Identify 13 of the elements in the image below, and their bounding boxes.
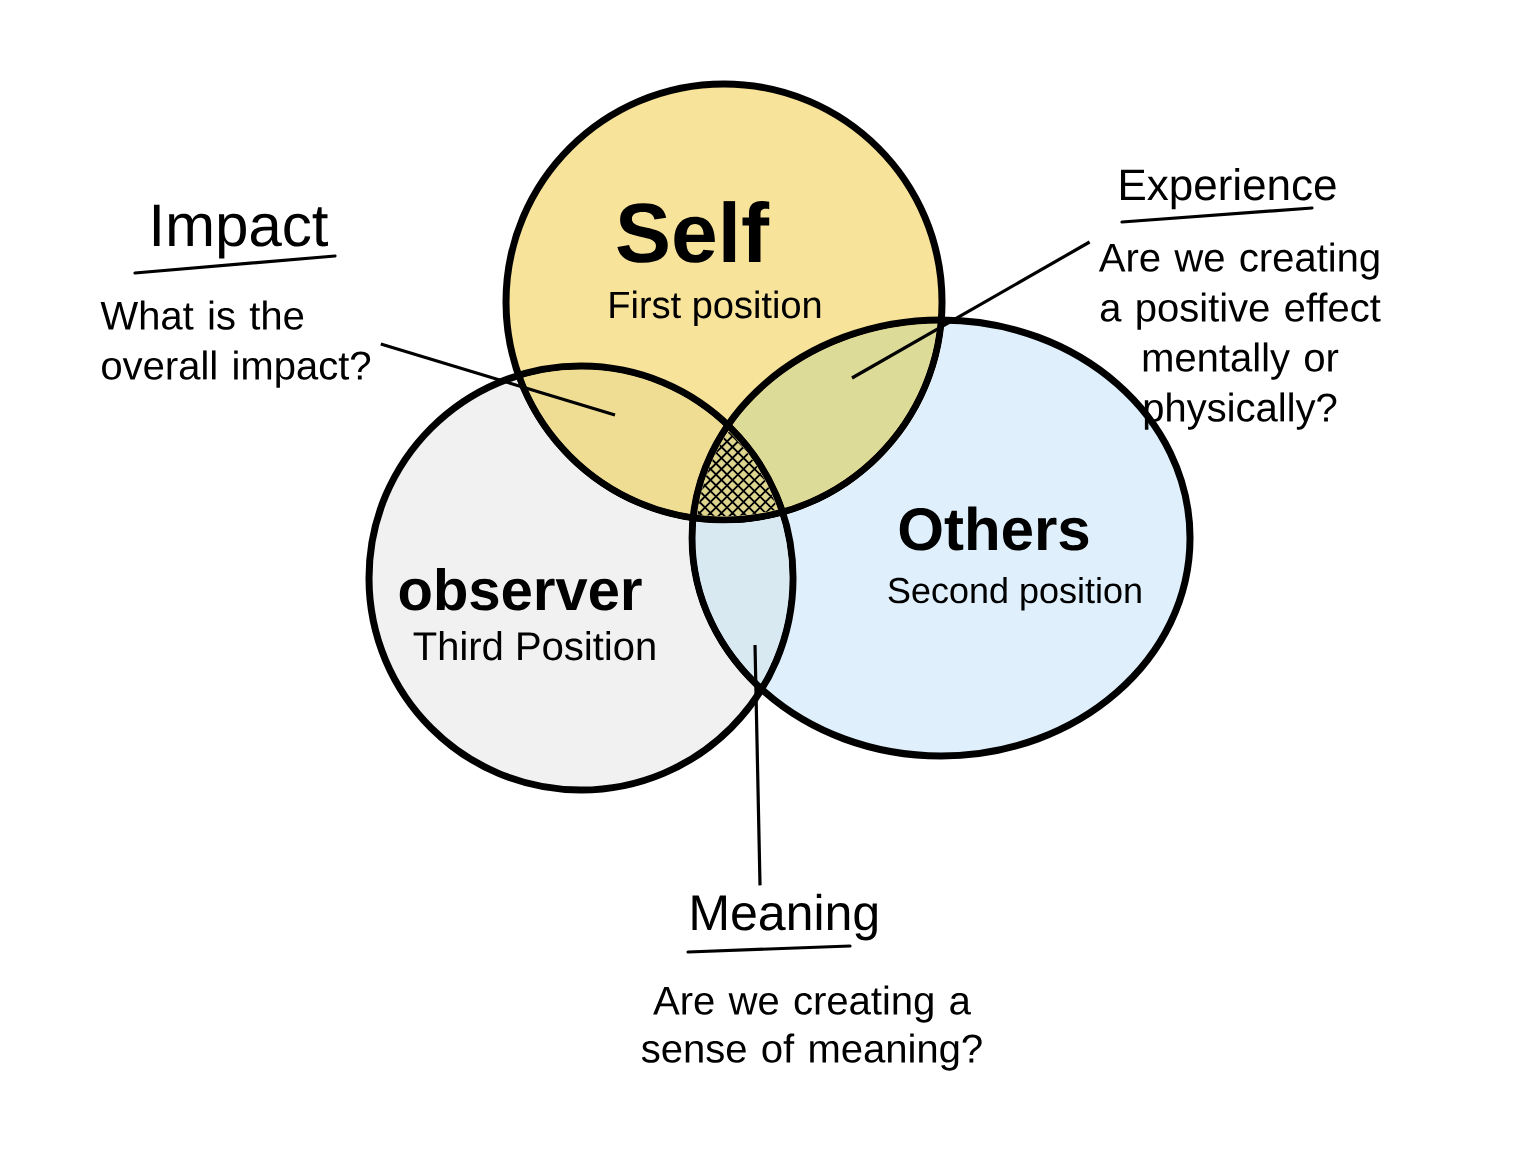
heading: Meaning xyxy=(692,893,877,941)
question-text: Are we creating a positive effect mentally or physically? xyxy=(1098,242,1381,430)
circle-title: Others xyxy=(899,506,1089,551)
question-text: Are we creating a sense of meaning? xyxy=(641,985,982,1071)
circle-subtitle: Third Position xyxy=(413,631,655,661)
circle-subtitle: Second position xyxy=(888,576,1141,611)
question-text: What is the overall impact? xyxy=(100,300,371,388)
circle-title: observer xyxy=(399,568,642,611)
circle-title: Self xyxy=(617,201,770,263)
heading: Impact xyxy=(153,204,328,259)
heading: Experience xyxy=(1121,168,1336,210)
circle-subtitle: First position xyxy=(610,290,821,326)
leader-line xyxy=(380,342,616,417)
